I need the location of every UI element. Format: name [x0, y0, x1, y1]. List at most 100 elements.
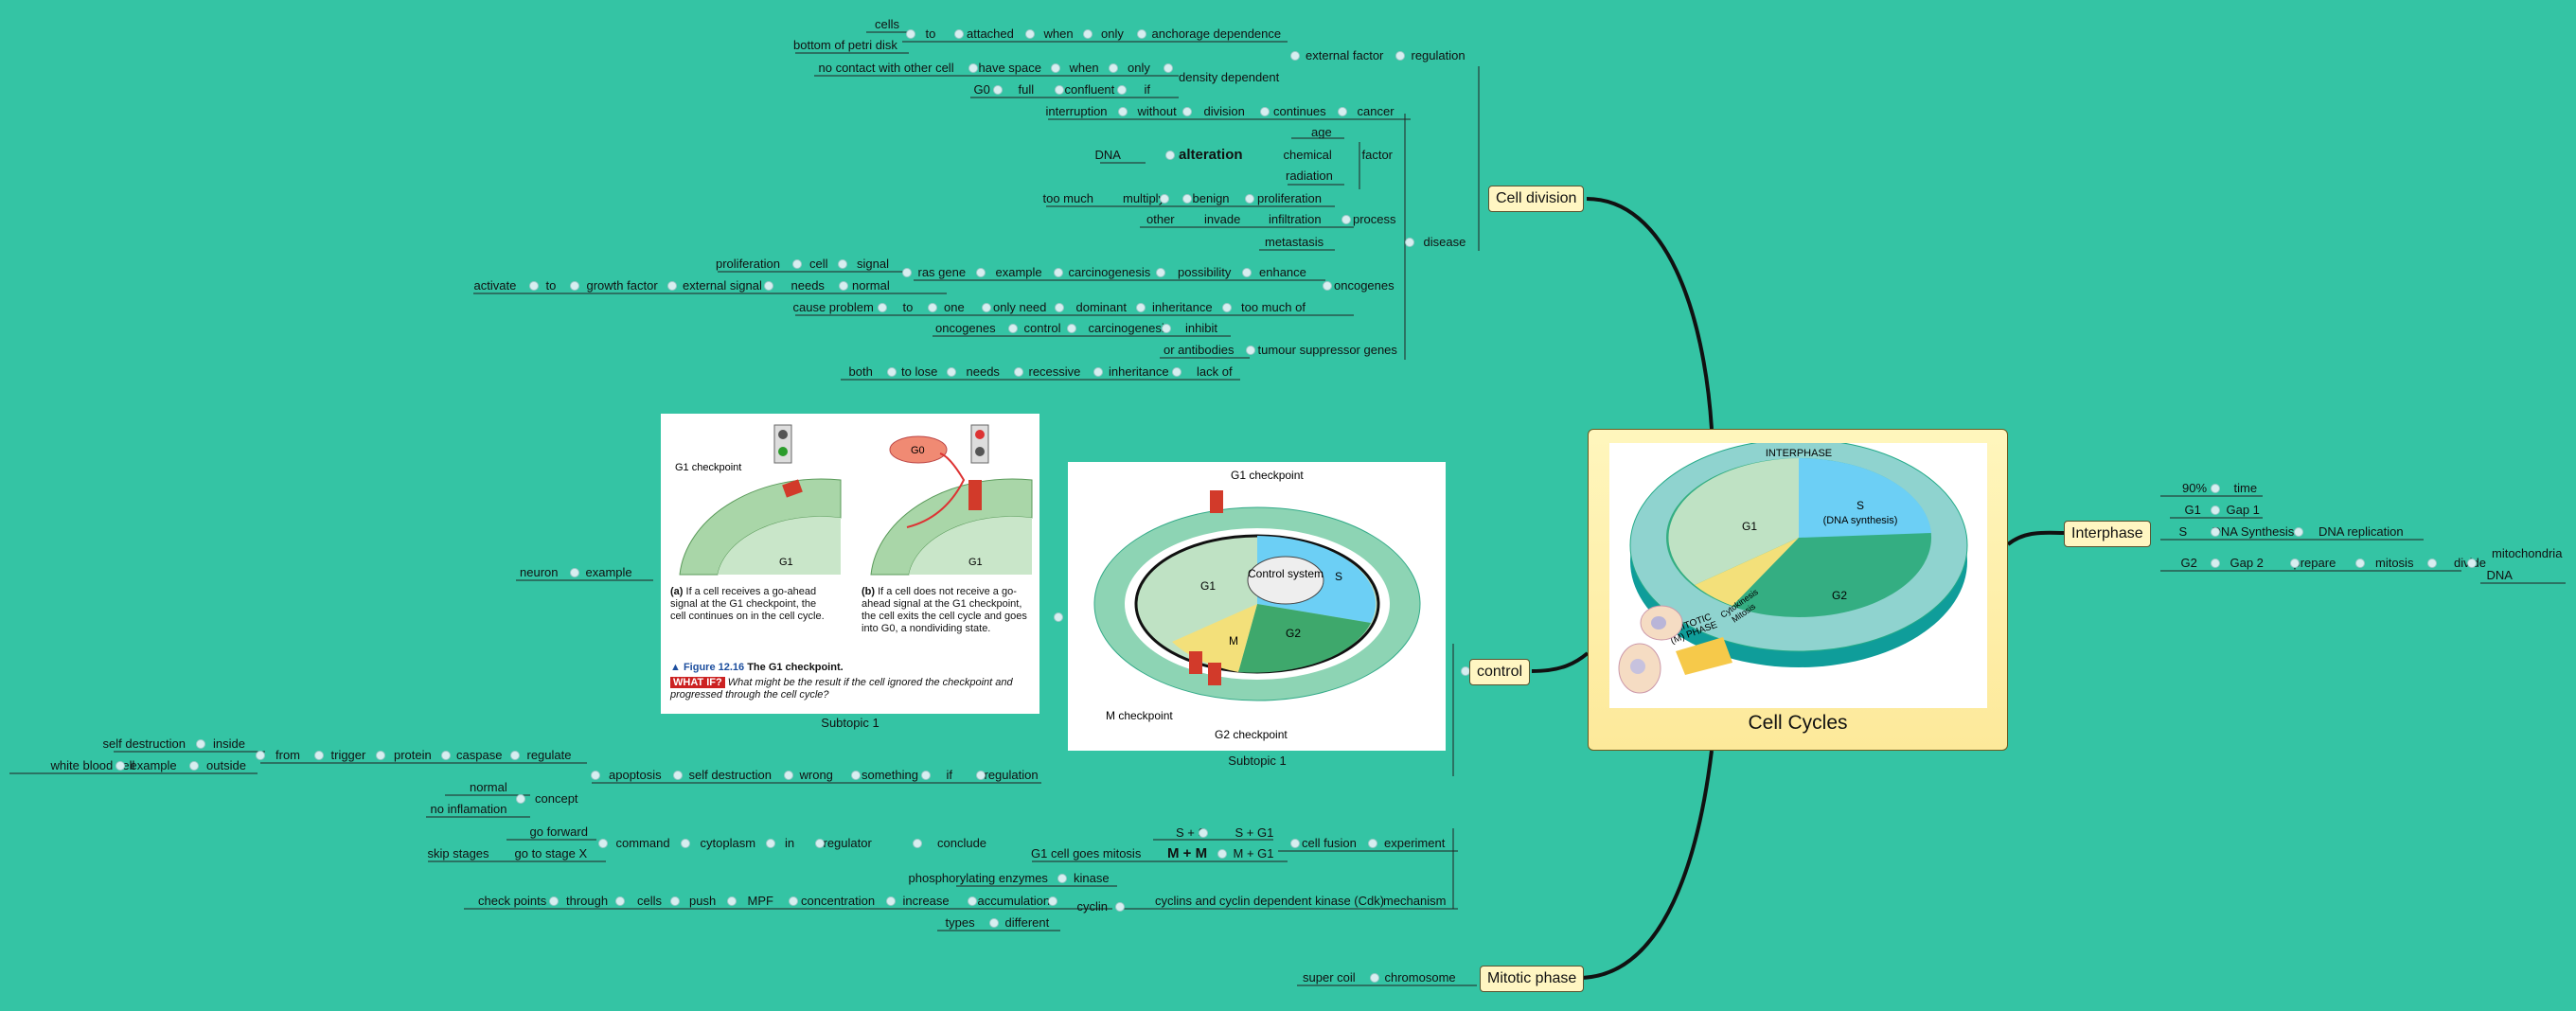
node-from[interactable]: from: [275, 748, 300, 762]
branch-dot[interactable]: [1172, 367, 1181, 377]
node-caspase[interactable]: caspase: [456, 748, 503, 762]
branch-dot[interactable]: [670, 896, 680, 906]
branch-dot[interactable]: [2355, 559, 2365, 568]
branch-dot[interactable]: [976, 771, 986, 780]
node-cyclins-and-cyclin-dependent-kinase-cdk[interactable]: cyclins and cyclin dependent kinase (Cdk…: [1155, 894, 1385, 908]
node-carcinogenesis[interactable]: carcinogenesis: [1088, 321, 1171, 335]
branch-dot[interactable]: [913, 839, 922, 848]
branch-dot[interactable]: [792, 259, 802, 269]
branch-dot[interactable]: [598, 839, 608, 848]
node-external-signal[interactable]: external signal: [683, 278, 762, 293]
node-regulation[interactable]: regulation: [1411, 48, 1466, 62]
node-accumulation[interactable]: accumulation: [977, 894, 1051, 908]
node-recessive[interactable]: recessive: [1028, 364, 1081, 379]
branch-dot[interactable]: [115, 761, 125, 771]
topic-mitotic-phase[interactable]: Mitotic phase: [1480, 966, 1585, 992]
node-control[interactable]: control: [1023, 321, 1061, 335]
node-if[interactable]: if: [1144, 82, 1151, 97]
branch-dot[interactable]: [976, 268, 986, 277]
node-to[interactable]: to: [925, 27, 936, 41]
node-oncogenes[interactable]: oncogenes: [935, 321, 996, 335]
node-dna[interactable]: DNA: [1094, 148, 1121, 162]
node-cause-problem[interactable]: cause problem: [792, 300, 874, 314]
node-needs[interactable]: needs: [966, 364, 1000, 379]
node-inheritance[interactable]: inheritance: [1109, 364, 1169, 379]
branch-dot[interactable]: [516, 794, 525, 804]
node-concept[interactable]: concept: [535, 791, 578, 806]
node-cell-fusion[interactable]: cell fusion: [1302, 836, 1357, 850]
node-check-points[interactable]: check points: [478, 894, 547, 908]
branch-dot[interactable]: [1117, 85, 1127, 95]
node-chromosome[interactable]: chromosome: [1384, 970, 1456, 984]
node-continues[interactable]: continues: [1273, 104, 1326, 118]
node-infiltration[interactable]: infiltration: [1269, 212, 1322, 226]
node-through[interactable]: through: [566, 894, 609, 908]
branch-dot[interactable]: [570, 281, 579, 291]
node-only[interactable]: only: [1128, 61, 1150, 75]
node-g1-cell-goes-mitosis[interactable]: G1 cell goes mitosis: [1031, 846, 1142, 860]
branch-dot[interactable]: [954, 29, 964, 39]
node-90[interactable]: 90%: [2182, 481, 2208, 495]
branch-dot[interactable]: [1246, 346, 1255, 355]
node-inhibit[interactable]: inhibit: [1185, 321, 1217, 335]
branch-dot[interactable]: [1093, 367, 1103, 377]
branch-dot[interactable]: [441, 751, 451, 760]
node-without[interactable]: without: [1137, 104, 1177, 118]
branch-dot[interactable]: [1048, 896, 1057, 906]
node-to[interactable]: to: [545, 278, 557, 293]
branch-dot[interactable]: [764, 281, 773, 291]
branch-dot[interactable]: [1115, 902, 1125, 912]
node-conclude[interactable]: conclude: [937, 836, 987, 850]
node-to-lose[interactable]: to lose: [901, 364, 938, 379]
branch-dot[interactable]: [947, 367, 956, 377]
branch-dot[interactable]: [1290, 51, 1300, 61]
node-bottom-of-petri-disk[interactable]: bottom of petri disk: [793, 38, 897, 52]
branch-dot[interactable]: [1137, 29, 1146, 39]
node-lack-of[interactable]: lack of: [1197, 364, 1233, 379]
branch-dot[interactable]: [1182, 107, 1192, 116]
branch-dot[interactable]: [2427, 559, 2437, 568]
branch-dot[interactable]: [1054, 612, 1063, 622]
node-protein[interactable]: protein: [394, 748, 432, 762]
node-gap-2[interactable]: Gap 2: [2230, 556, 2264, 570]
branch-dot[interactable]: [887, 367, 897, 377]
central-topic[interactable]: INTERPHASE G1 S (DNA synthesis) G2 Cytok…: [1588, 429, 2008, 751]
node-s-g1[interactable]: S + G1: [1235, 825, 1274, 840]
node-mechanism[interactable]: mechanism: [1383, 894, 1447, 908]
node-normal[interactable]: normal: [852, 278, 890, 293]
node-m-g1[interactable]: M + G1: [1233, 846, 1274, 860]
branch-dot[interactable]: [1014, 367, 1023, 377]
node-regulation[interactable]: regulation: [984, 768, 1039, 782]
node-mpf[interactable]: MPF: [747, 894, 773, 908]
branch-dot[interactable]: [1405, 238, 1414, 247]
node-g2[interactable]: G2: [2180, 556, 2197, 570]
node-go-to-stage-x[interactable]: go to stage X: [514, 846, 588, 860]
node-when[interactable]: when: [1069, 61, 1099, 75]
node-example[interactable]: example: [585, 565, 632, 579]
node-in[interactable]: in: [785, 836, 795, 850]
branch-dot[interactable]: [766, 839, 775, 848]
branch-dot[interactable]: [1338, 107, 1347, 116]
branch-dot[interactable]: [921, 771, 931, 780]
node-external-factor[interactable]: external factor: [1306, 48, 1384, 62]
node-anchorage-dependence[interactable]: anchorage dependence: [1151, 27, 1282, 41]
node-disease[interactable]: disease: [1423, 235, 1466, 249]
branch-dot[interactable]: [2290, 559, 2300, 568]
node-go-forward[interactable]: go forward: [529, 825, 588, 839]
branch-dot[interactable]: [1008, 324, 1018, 333]
branch-dot[interactable]: [1109, 63, 1118, 73]
node-kinase[interactable]: kinase: [1074, 871, 1110, 885]
node-super-coil[interactable]: super coil: [1303, 970, 1356, 984]
node-only[interactable]: only: [1101, 27, 1124, 41]
branch-dot[interactable]: [906, 29, 915, 39]
node-when[interactable]: when: [1043, 27, 1074, 41]
node-age[interactable]: age: [1311, 125, 1332, 139]
node-confluent[interactable]: confluent: [1064, 82, 1115, 97]
node-m-m[interactable]: M + M: [1167, 845, 1208, 861]
node-cells[interactable]: cells: [637, 894, 663, 908]
node-neuron[interactable]: neuron: [520, 565, 559, 579]
branch-dot[interactable]: [2211, 559, 2220, 568]
branch-dot[interactable]: [1323, 281, 1332, 291]
node-increase[interactable]: increase: [902, 894, 950, 908]
branch-dot[interactable]: [1057, 874, 1067, 883]
